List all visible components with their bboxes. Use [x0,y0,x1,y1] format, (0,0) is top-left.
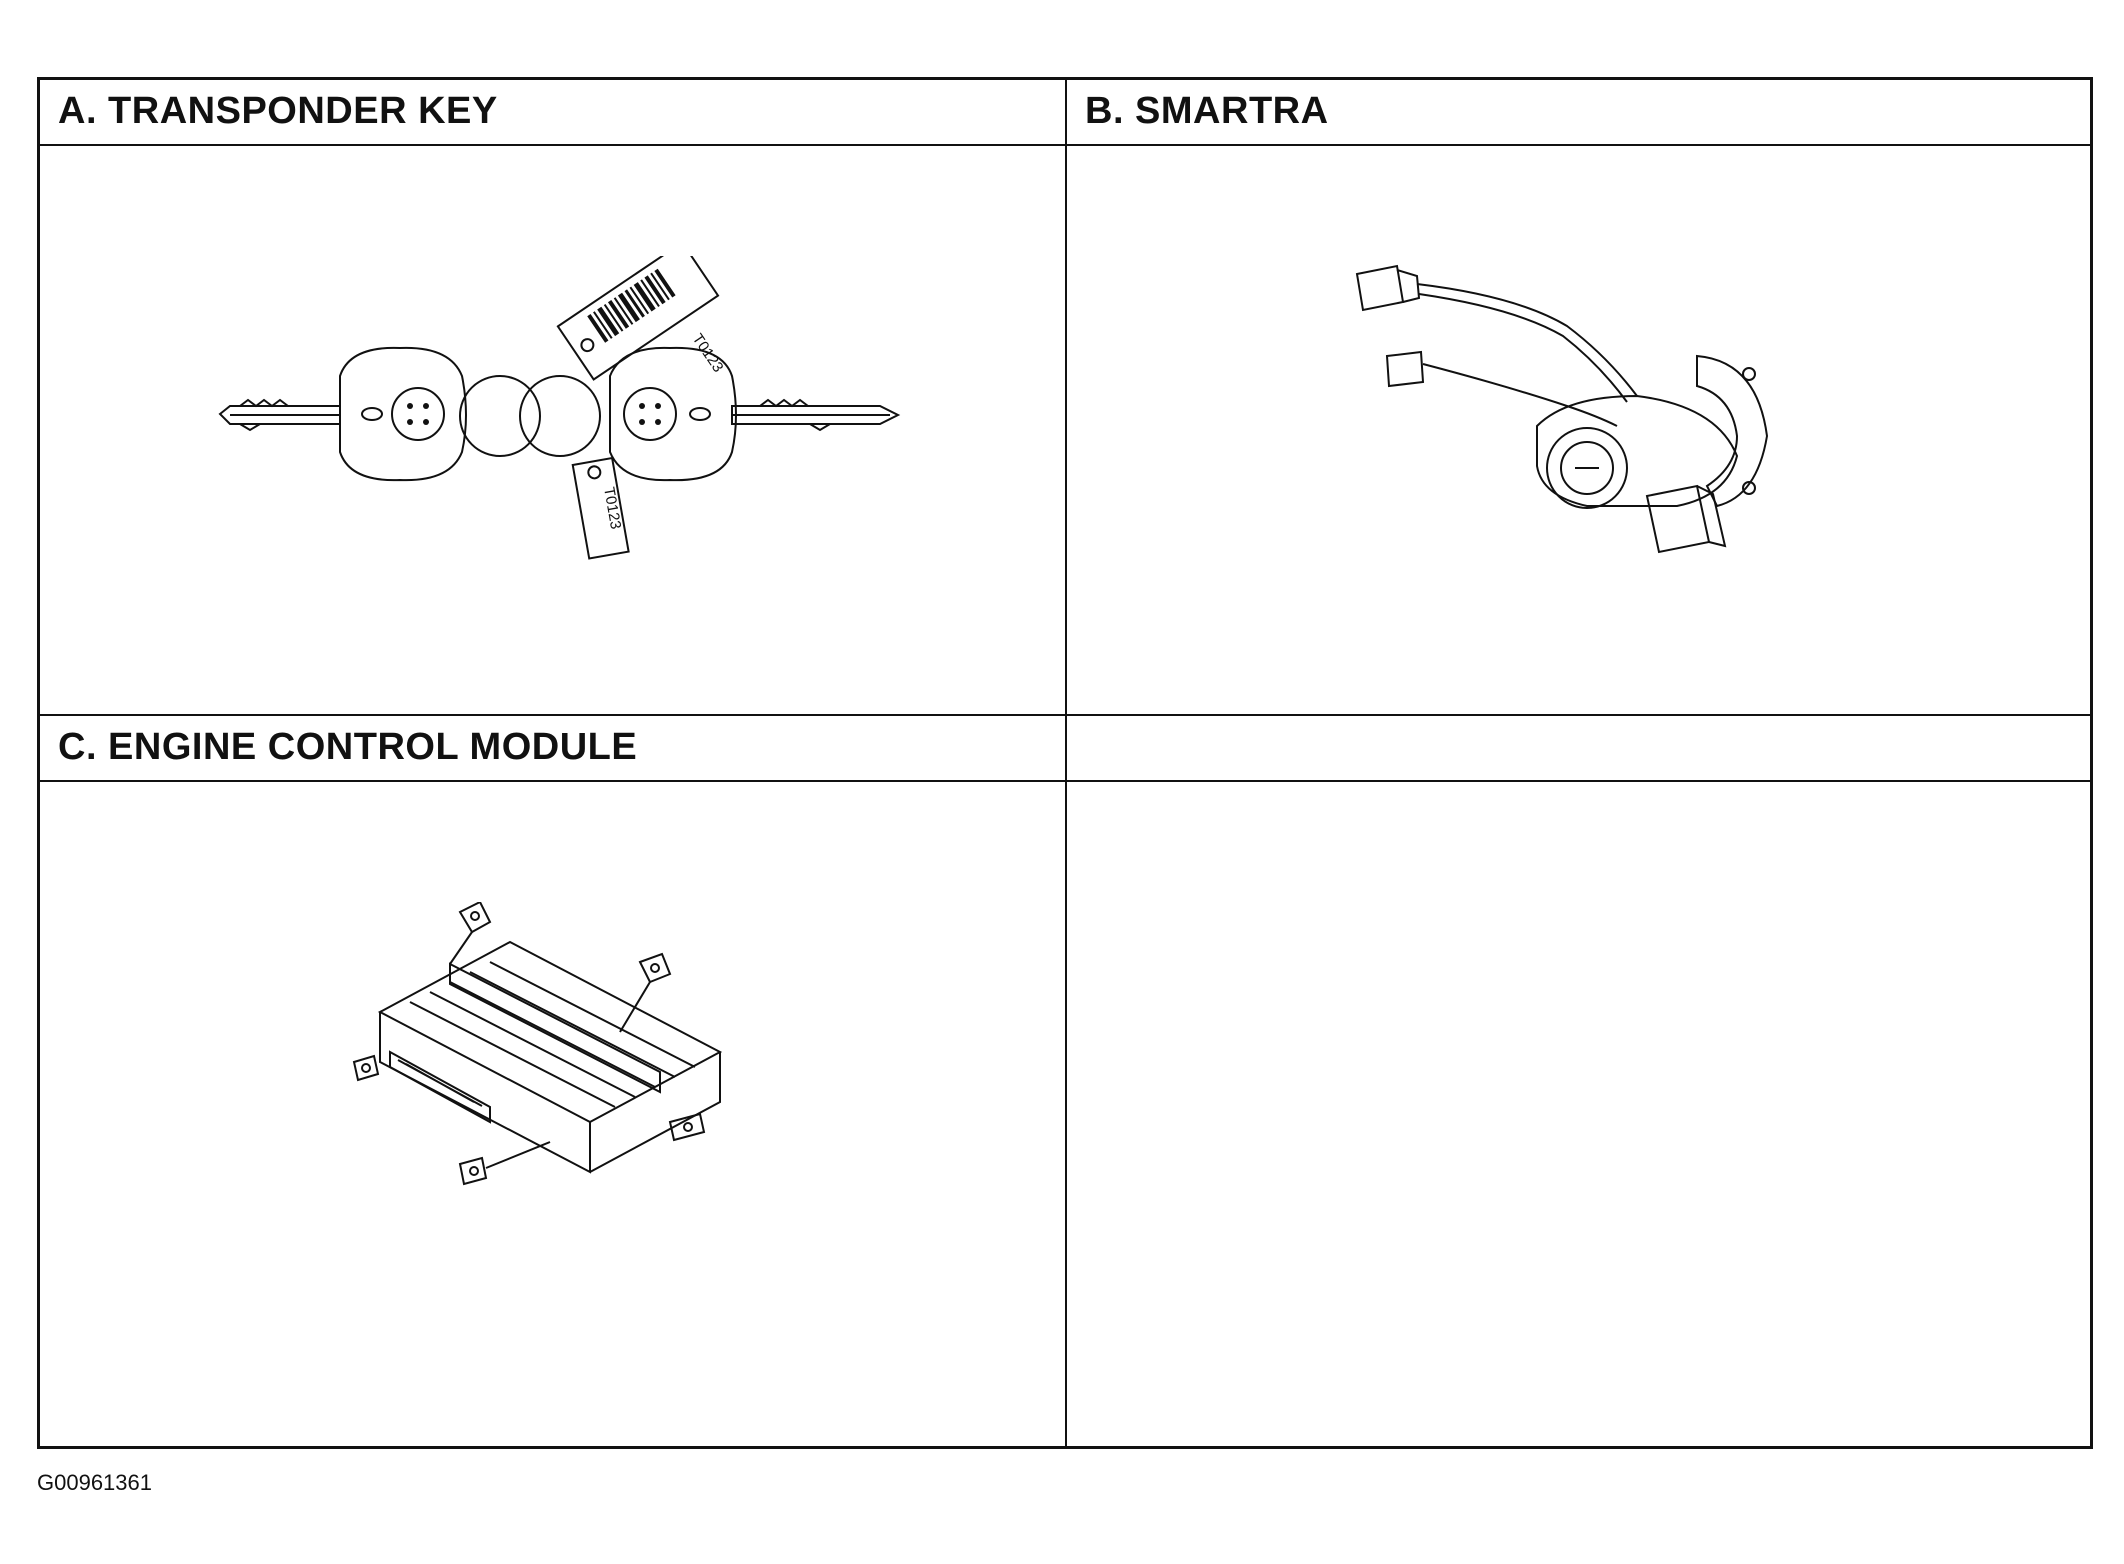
panel-b-title: B. SMARTRA [1085,90,1329,132]
barcode-tag [558,256,718,379]
wire-harness [1417,284,1637,396]
hanging-tag [573,458,629,559]
panel-d-header [1067,716,2093,782]
horizontal-divider [40,714,2090,716]
panel-a-body: T0123 T0123 [40,146,1065,714]
connector-upper [1357,266,1403,310]
ecm-illustration [350,902,750,1202]
connector-lower [1387,352,1423,386]
mounting-bracket-right [640,954,670,982]
panel-empty [1067,716,2093,1446]
transponder-key-illustration: T0123 T0123 [200,256,920,566]
barcode-bars [587,268,676,343]
panel-b-header: B. SMARTRA [1067,80,2093,146]
barcode-tag-code: T0123 [689,331,727,376]
mounting-bracket-bottom [460,1158,486,1184]
smartra-illustration [1337,246,1797,566]
lock-cylinder [1547,428,1627,508]
key-ring-right [520,376,600,456]
diagram-frame: A. TRANSPONDER KEY [37,77,2093,1449]
panel-c-body [40,782,1065,1446]
panel-transponder-key: A. TRANSPONDER KEY [40,80,1065,714]
panel-smartra: B. SMARTRA [1067,80,2093,714]
left-key-head [340,348,466,480]
right-key-blade [732,406,898,424]
panel-c-title: C. ENGINE CONTROL MODULE [58,726,638,768]
right-key-head [610,348,736,480]
figure-id: G00961361 [37,1470,152,1495]
panel-engine-control-module: C. ENGINE CONTROL MODULE [40,716,1065,1446]
hanging-tag-code: T0123 [600,486,624,531]
ignition-switch-body [1537,396,1737,506]
panel-a-header: A. TRANSPONDER KEY [40,80,1065,146]
panel-c-header: C. ENGINE CONTROL MODULE [40,716,1065,782]
mounting-bracket-left [354,1056,378,1080]
mounting-bracket-top [460,902,490,932]
column-bracket [1697,356,1767,506]
vertical-divider [1065,80,1067,1446]
panel-b-body [1067,146,2093,714]
panel-a-title: A. TRANSPONDER KEY [58,90,498,132]
switch-connector-box [1647,486,1709,552]
key-ring-left [460,376,540,456]
ecm-connector [390,1052,490,1122]
